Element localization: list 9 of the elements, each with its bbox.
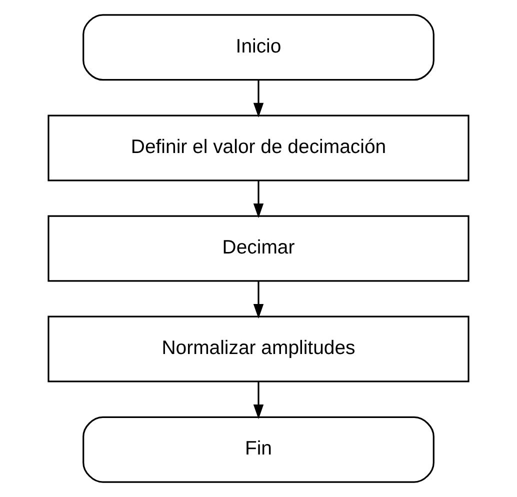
arrow	[253, 80, 264, 118]
arrow	[253, 180, 264, 218]
node-box: Definir el valor de decimación	[48, 114, 470, 182]
node-box: Decimar	[48, 215, 470, 282]
node-box: Inicio	[82, 14, 434, 81]
arrow	[253, 382, 264, 420]
node-box: Normalizar amplitudes	[48, 316, 470, 382]
node-box: Fin	[82, 416, 434, 483]
arrow	[253, 281, 264, 319]
